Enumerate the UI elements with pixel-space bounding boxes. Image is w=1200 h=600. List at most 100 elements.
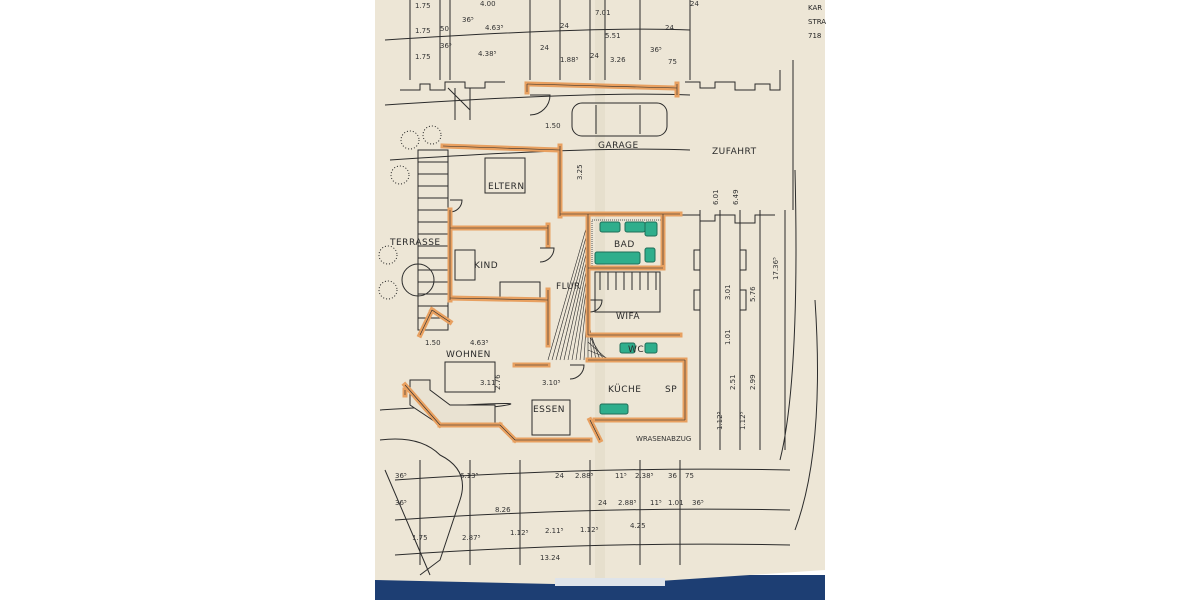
car-icon <box>571 102 668 137</box>
hatch-line <box>559 245 589 361</box>
door-swing <box>589 299 603 313</box>
dimension-label: 24 <box>598 499 607 507</box>
dimension-label: 36 <box>668 472 677 480</box>
property-boundary-curve <box>779 169 797 461</box>
hatch-line <box>563 253 589 361</box>
coffee-table-icon <box>444 361 496 393</box>
dimension-label: 5.76 <box>749 286 757 302</box>
dimension-label: 24 <box>555 472 564 480</box>
dimension-label: 2.87⁵ <box>462 534 481 542</box>
sanitary-fixture-icon <box>644 247 656 263</box>
dimension-label: 4.63⁵ <box>485 24 504 32</box>
wall-outline <box>589 419 601 441</box>
dimension-label: 1.12⁵ <box>716 411 724 430</box>
dimension-label: 2.88⁵ <box>575 472 594 480</box>
wall-outline <box>431 309 451 323</box>
wall-outline <box>419 309 433 336</box>
dimension-label: 3.11 <box>480 379 496 387</box>
dimension-label: 8.26 <box>495 506 511 514</box>
dimension-label: 36⁵ <box>395 472 407 480</box>
wall-outline <box>526 83 678 89</box>
dimension-label: 24 <box>690 0 699 8</box>
dimension-line <box>394 508 791 521</box>
entrance-steps <box>447 87 471 120</box>
title-block-text: KAR <box>808 4 822 12</box>
dimension-label: 2.11⁵ <box>545 527 564 535</box>
dimension-label: 24 <box>560 22 569 30</box>
hatch-line <box>551 229 589 361</box>
sanitary-fixture-icon <box>644 221 658 237</box>
sanitary-fixture-icon <box>599 221 621 233</box>
sanitary-fixture-icon <box>644 342 658 354</box>
dimension-label: 13.24 <box>540 554 561 562</box>
dimension-label: 2.88⁵ <box>618 499 637 507</box>
dimension-label: 2.99 <box>749 374 757 390</box>
tape <box>555 578 665 586</box>
title-block-text: 718 <box>808 32 821 40</box>
dimension-label: 11⁵ <box>615 472 627 480</box>
walls-layer <box>401 81 688 444</box>
wall-outline <box>442 145 561 151</box>
room-label-bad: BAD <box>614 240 635 250</box>
dimension-line <box>384 93 691 106</box>
dimension-label: 3.01 <box>724 284 732 300</box>
dimension-label: 7.01 <box>595 9 611 17</box>
dimension-line <box>394 543 791 556</box>
door-swing <box>539 247 555 263</box>
dimension-label: 3.26 <box>610 56 626 64</box>
shrub-icon <box>400 130 420 150</box>
dimension-label: 11⁵ <box>650 499 662 507</box>
room-label-essen: ESSEN <box>533 405 565 415</box>
staircase <box>594 271 661 313</box>
shrub-icon <box>390 165 410 185</box>
dimension-label: 36⁵ <box>462 16 474 24</box>
sanitary-fixture-icon <box>594 251 641 265</box>
dimension-label: 50 <box>440 25 449 33</box>
room-label-flur: FLUR <box>556 282 581 292</box>
paper-fold <box>595 0 605 585</box>
dimension-label: 6.49 <box>732 189 740 205</box>
hatch-line <box>555 237 589 361</box>
room-label-zufahrt: ZUFAHRT <box>712 147 757 157</box>
dimension-label: 4.63⁵ <box>470 339 489 347</box>
shrub-icon <box>378 280 398 300</box>
dimension-label: 1.75 <box>412 534 428 542</box>
ink-layer <box>378 0 818 576</box>
dimension-label: 1.01 <box>724 329 732 345</box>
dimension-label: 24 <box>540 44 549 52</box>
dimension-label: 3.10⁵ <box>542 379 561 387</box>
room-label-garage: GARAGE <box>598 141 639 151</box>
dimension-label: 36⁵ <box>692 499 704 507</box>
dimension-label: 3.25 <box>576 164 584 180</box>
dimension-label: 36⁵ <box>395 499 407 507</box>
dimension-label: 4.00 <box>480 0 496 8</box>
dimension-label: 36⁵ <box>650 46 662 54</box>
dimension-label: 1.75 <box>415 27 431 35</box>
dimension-line <box>394 468 791 481</box>
dimension-label: 75 <box>668 58 677 66</box>
sanitary-fixture-icon <box>624 221 646 233</box>
dimension-label: 24 <box>665 24 674 32</box>
door-swing <box>569 364 585 380</box>
dimension-label: 1.12⁵ <box>580 526 599 534</box>
room-label-wc: WC <box>628 345 644 355</box>
dimension-label: 1.12⁵ <box>739 411 747 430</box>
room-label-wohnen: WOHNEN <box>446 350 491 360</box>
hedge-outline <box>400 70 781 91</box>
dimension-label: 6.01 <box>712 189 720 205</box>
dimension-label: 24 <box>590 52 599 60</box>
dimension-line <box>389 148 691 161</box>
dimension-label: 6.13⁵ <box>460 472 479 480</box>
wrasenabzug-annotation: WRASENABZUG <box>636 435 691 443</box>
dimension-label: 1.50 <box>545 122 561 130</box>
door-swing <box>529 94 551 116</box>
dimension-label: 1.12⁵ <box>510 529 529 537</box>
dimension-label: 1.75 <box>415 53 431 61</box>
dimension-label: 4.25 <box>630 522 646 530</box>
dimension-label: 1.50 <box>425 339 441 347</box>
bed-icon <box>484 157 526 194</box>
room-label-kind: KIND <box>474 261 498 271</box>
dimension-label: 2.38⁵ <box>635 472 654 480</box>
